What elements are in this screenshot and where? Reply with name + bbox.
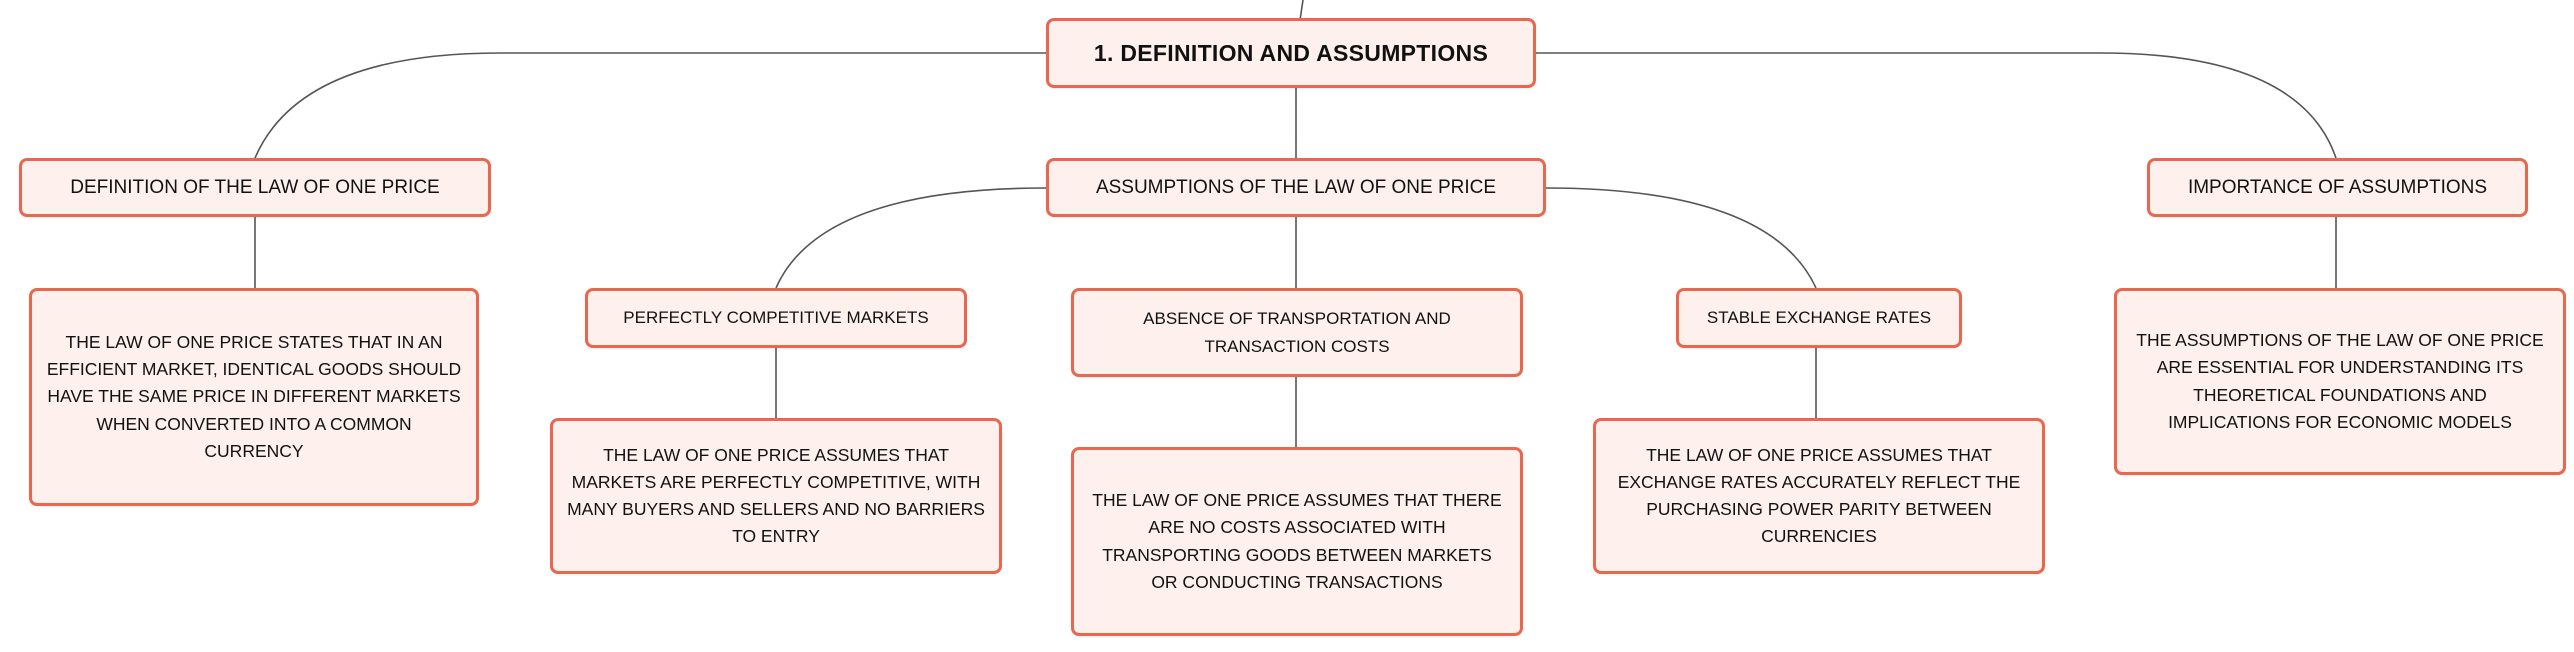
definition-detail[interactable]: THE LAW OF ONE PRICE STATES THAT IN AN E… [29, 288, 479, 506]
root-node-label: 1. DEFINITION AND ASSUMPTIONS [1093, 39, 1489, 66]
transport-costs-node[interactable]: ABSENCE OF TRANSPORTATION AND TRANSACTIO… [1071, 288, 1523, 377]
exchange-rates-node[interactable]: STABLE EXCHANGE RATES [1676, 288, 1962, 348]
competitive-markets-label: PERFECTLY COMPETITIVE MARKETS [623, 308, 929, 328]
root-node[interactable]: 1. DEFINITION AND ASSUMPTIONS [1046, 18, 1536, 88]
assumptions-node[interactable]: ASSUMPTIONS OF THE LAW OF ONE PRICE [1046, 158, 1546, 217]
importance-node[interactable]: IMPORTANCE OF ASSUMPTIONS [2147, 158, 2528, 217]
exchange-rates-detail-text: THE LAW OF ONE PRICE ASSUMES THAT EXCHAN… [1617, 444, 2021, 547]
assumptions-node-label: ASSUMPTIONS OF THE LAW OF ONE PRICE [1095, 176, 1497, 198]
connector-root-importance [1536, 52, 2337, 159]
connector-root-definition [254, 52, 1046, 159]
connector-assumptions-exchange [1545, 187, 1817, 289]
importance-detail-text: THE ASSUMPTIONS OF THE LAW OF ONE PRICE … [2136, 330, 2544, 432]
connector-parent-root [1299, 0, 1304, 21]
definition-node[interactable]: DEFINITION OF THE LAW OF ONE PRICE [19, 158, 491, 217]
transport-costs-detail-text: THE LAW OF ONE PRICE ASSUMES THAT THERE … [1092, 490, 1502, 592]
competitive-markets-node[interactable]: PERFECTLY COMPETITIVE MARKETS [585, 288, 967, 348]
importance-node-label: IMPORTANCE OF ASSUMPTIONS [2187, 176, 2488, 198]
importance-detail[interactable]: THE ASSUMPTIONS OF THE LAW OF ONE PRICE … [2114, 288, 2566, 475]
connector-assumptions-competitive [775, 187, 1047, 289]
exchange-rates-detail[interactable]: THE LAW OF ONE PRICE ASSUMES THAT EXCHAN… [1593, 418, 2045, 574]
competitive-markets-detail[interactable]: THE LAW OF ONE PRICE ASSUMES THAT MARKET… [550, 418, 1002, 574]
definition-node-label: DEFINITION OF THE LAW OF ONE PRICE [70, 176, 440, 198]
transport-costs-detail[interactable]: THE LAW OF ONE PRICE ASSUMES THAT THERE … [1071, 447, 1523, 636]
exchange-rates-label: STABLE EXCHANGE RATES [1706, 308, 1932, 328]
definition-detail-text: THE LAW OF ONE PRICE STATES THAT IN AN E… [46, 332, 462, 461]
transport-costs-label: ABSENCE OF TRANSPORTATION AND TRANSACTIO… [1143, 309, 1451, 356]
competitive-markets-detail-text: THE LAW OF ONE PRICE ASSUMES THAT MARKET… [567, 444, 985, 547]
